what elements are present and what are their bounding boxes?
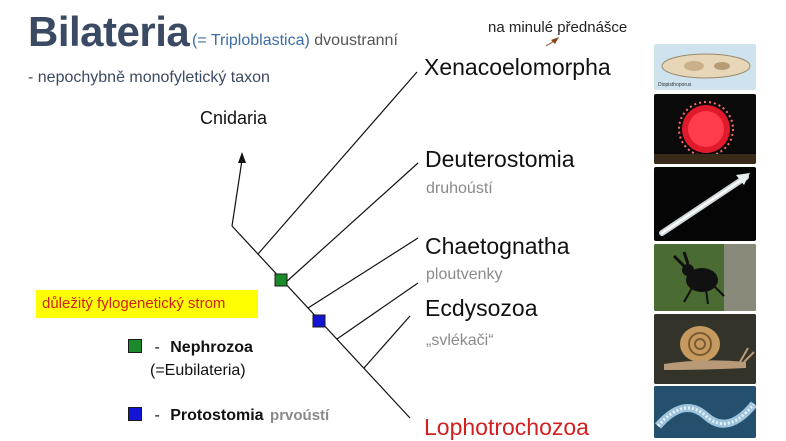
photo-sea-urchin	[654, 94, 756, 164]
blue-square-icon	[128, 407, 142, 421]
czech-ecdysozoa: „svlékači“	[426, 332, 494, 349]
taxon-xenacoelomorpha: Xenacoelomorpha	[424, 54, 611, 80]
photo-arrow-worm	[654, 167, 756, 241]
outgroup-label: Cnidaria	[200, 108, 268, 128]
legend-protostomia-czech: prvoústí	[270, 407, 330, 424]
protostomia-node	[312, 314, 326, 328]
czech-deuterostomia: druhoústí	[426, 180, 493, 197]
photo-acoel-worm: Diopisthoporus	[654, 44, 756, 90]
title-czech: dvoustranní	[314, 32, 398, 49]
photo-snail	[654, 314, 756, 384]
arrow-to-cnidaria	[231, 152, 246, 227]
taxon-deuterostomia: Deuterostomia	[425, 146, 575, 172]
previous-lecture-note: na minulé přednášce	[488, 19, 628, 36]
green-square-icon	[128, 339, 142, 353]
branch-xenacoelomorpha	[257, 71, 418, 255]
note-arrow	[545, 37, 559, 47]
nephrozoa-node	[274, 273, 288, 287]
legend-nephrozoa-synonym: (=Eubilateria)	[150, 362, 246, 379]
legend-nephrozoa: - Nephrozoa	[128, 339, 253, 357]
taxon-ecdysozoa: Ecdysozoa	[425, 295, 538, 321]
branch-chaetognatha	[307, 237, 419, 309]
photo-bristle-worm	[654, 386, 756, 438]
branch-lophotrochozoa-sister	[363, 315, 411, 369]
photo-caption: Diopisthoporus	[658, 82, 692, 88]
legend-dash: -	[154, 339, 160, 356]
taxon-chaetognatha: Chaetognatha	[425, 233, 570, 259]
legend-protostomia: - Protostomia prvoústí	[128, 407, 329, 425]
branch-ecdysozoa	[336, 282, 419, 340]
title-subtext: (= Triploblastica) dvoustranní	[192, 32, 398, 50]
branch-deuterostomia	[284, 162, 419, 284]
page-title: Bilateria	[28, 8, 190, 55]
czech-chaetognatha: ploutvenky	[426, 266, 503, 283]
legend-nephrozoa-name: Nephrozoa	[170, 339, 253, 356]
subtitle: - nepochybně monofyletický taxon	[28, 69, 270, 86]
legend-dash: -	[154, 407, 160, 424]
taxon-lophotrochozoa: Lophotrochozoa	[424, 414, 589, 440]
title-paren: (= Triploblastica)	[192, 32, 310, 49]
important-tree-label: důležitý fylogenetický strom	[36, 290, 258, 318]
legend-protostomia-name: Protostomia	[170, 407, 264, 424]
photo-stag-beetle	[654, 244, 756, 311]
